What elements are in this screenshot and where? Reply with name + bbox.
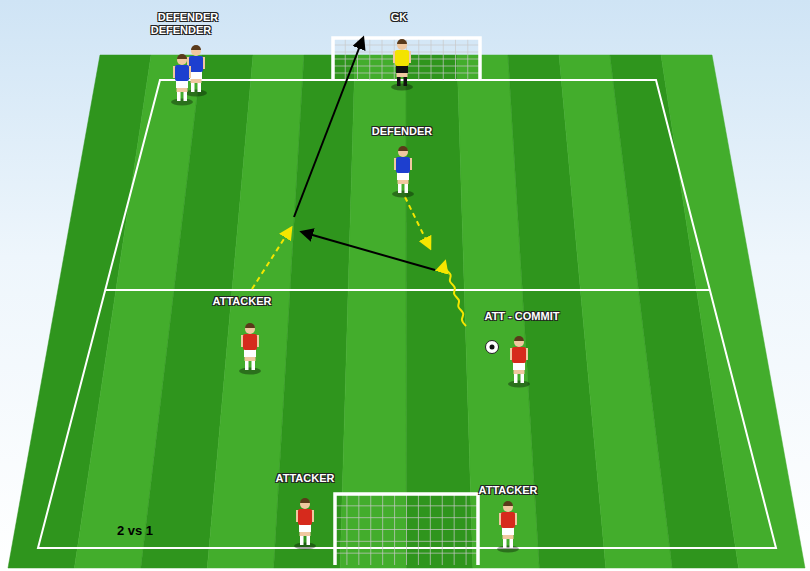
- player-figure: [294, 498, 316, 550]
- player-shorts: [396, 65, 408, 73]
- player-shorts: [176, 80, 188, 88]
- goal-net: [335, 553, 478, 554]
- player-label: ATT - COMMIT: [485, 311, 560, 322]
- player-shorts: [513, 362, 525, 370]
- player-shorts: [190, 71, 202, 79]
- player-label: ATTACKER: [213, 296, 272, 307]
- player-hair: [503, 501, 513, 506]
- player-shorts: [397, 172, 409, 180]
- grass-stripe: [661, 55, 805, 568]
- player-shirt: [243, 334, 257, 350]
- players: [171, 39, 530, 553]
- goal-net: [335, 541, 478, 542]
- player-shorts: [502, 527, 514, 535]
- player-head: [177, 55, 187, 65]
- player-head: [300, 499, 310, 509]
- player-head: [397, 40, 407, 50]
- player-hair: [245, 323, 255, 328]
- touch-line: [38, 80, 776, 548]
- player-head: [191, 46, 201, 56]
- bottom-goal: [335, 494, 478, 565]
- run-arrow: [252, 228, 291, 289]
- player-label: ATTACKER: [479, 485, 538, 496]
- player-figure: [239, 323, 261, 375]
- defender-run-arrow: [405, 197, 430, 248]
- goals: [333, 38, 480, 565]
- goal-net: [335, 529, 478, 530]
- player-label: GK: [391, 12, 408, 23]
- player-shorts: [299, 524, 311, 532]
- player-shadow: [392, 191, 414, 198]
- player-shadow: [171, 99, 193, 106]
- player-shadow: [185, 90, 207, 97]
- player-hair: [177, 54, 187, 59]
- player-figure: [171, 54, 193, 106]
- goal-net: [335, 505, 478, 506]
- halfway-line: [105, 289, 710, 291]
- movement-arrows: [252, 38, 466, 326]
- player-shirt: [189, 56, 203, 72]
- player-shirt: [501, 512, 515, 528]
- player-shirt: [512, 347, 526, 363]
- ball-patch: [490, 345, 495, 350]
- player-hair: [514, 336, 524, 341]
- player-head: [398, 147, 408, 157]
- dribble-arrow: [444, 262, 466, 326]
- player-hair: [300, 498, 310, 503]
- pitch: [8, 55, 805, 568]
- ball-body: [486, 341, 499, 354]
- shot-arrow: [294, 38, 363, 217]
- player-shadow: [239, 368, 261, 375]
- ball: [486, 341, 499, 354]
- player-shirt: [395, 50, 409, 66]
- pass-arrow: [302, 232, 435, 270]
- player-shirt: [396, 157, 410, 173]
- player-figure: [391, 39, 413, 91]
- player-shorts: [244, 349, 256, 357]
- goal-frame: [335, 494, 478, 565]
- player-shirt: [298, 509, 312, 525]
- goal-net: [335, 517, 478, 518]
- player-figure: [508, 336, 530, 388]
- player-figure: [497, 501, 519, 553]
- player-label: ATTACKER: [276, 473, 335, 484]
- drill-name: 2 vs 1: [117, 524, 153, 537]
- player-label: DEFENDER: [151, 25, 212, 36]
- player-shadow: [391, 84, 413, 91]
- player-figure: [392, 146, 414, 198]
- player-shadow: [497, 546, 519, 553]
- player-hair: [191, 45, 201, 50]
- player-label: DEFENDER: [158, 12, 219, 23]
- player-head: [503, 502, 513, 512]
- player-hair: [398, 146, 408, 151]
- player-head: [514, 337, 524, 347]
- player-shirt: [175, 65, 189, 81]
- player-hair: [397, 39, 407, 44]
- player-shadow: [508, 381, 530, 388]
- player-head: [245, 324, 255, 334]
- player-label: DEFENDER: [372, 126, 433, 137]
- player-shadow: [294, 543, 316, 550]
